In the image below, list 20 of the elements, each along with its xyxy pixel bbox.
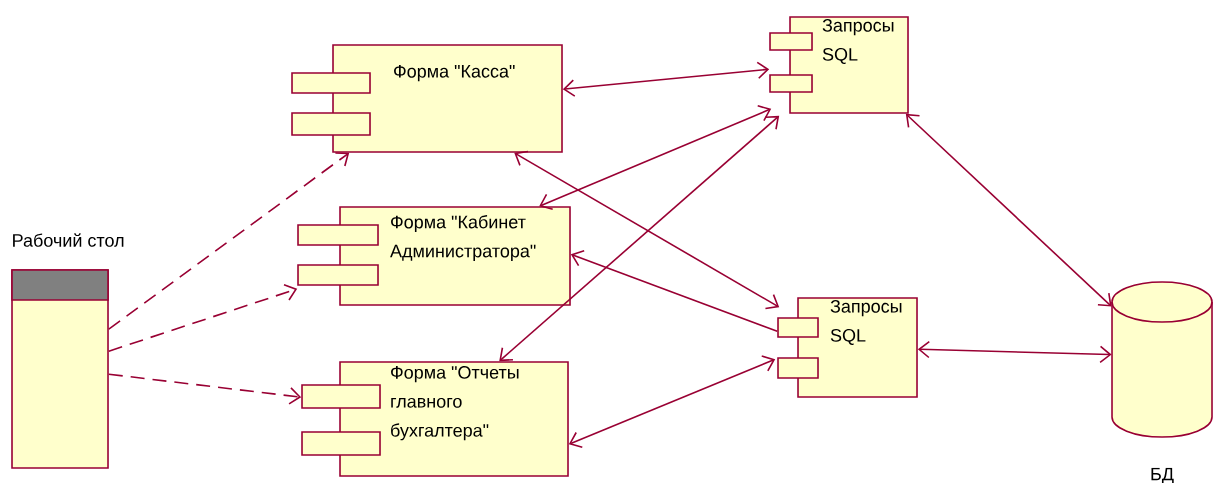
node-label: Рабочий стол (13, 233, 124, 247)
arrow (108, 283, 298, 352)
arrow (562, 61, 770, 97)
arrow (499, 115, 780, 362)
component-box: Запросы SQL (769, 16, 909, 114)
database-cylinder: БД (1111, 281, 1213, 483)
form-box: Рабочий стол (11, 233, 124, 469)
arrow (570, 249, 778, 332)
component-box: Форма "Кабинет Администратора" (297, 206, 571, 306)
arrow (905, 113, 1112, 307)
arrow (917, 340, 1112, 364)
arrow (539, 105, 772, 210)
node-label: БД (1151, 467, 1174, 483)
arrow (514, 150, 780, 310)
component-box: Форма "Отчеты главного бухгалтера" (301, 361, 569, 477)
arrow (108, 373, 302, 405)
arrow (568, 355, 776, 449)
component-box: Форма "Касса" (291, 44, 563, 153)
component-box: Запросы SQL (777, 297, 918, 398)
arrow (108, 152, 350, 330)
